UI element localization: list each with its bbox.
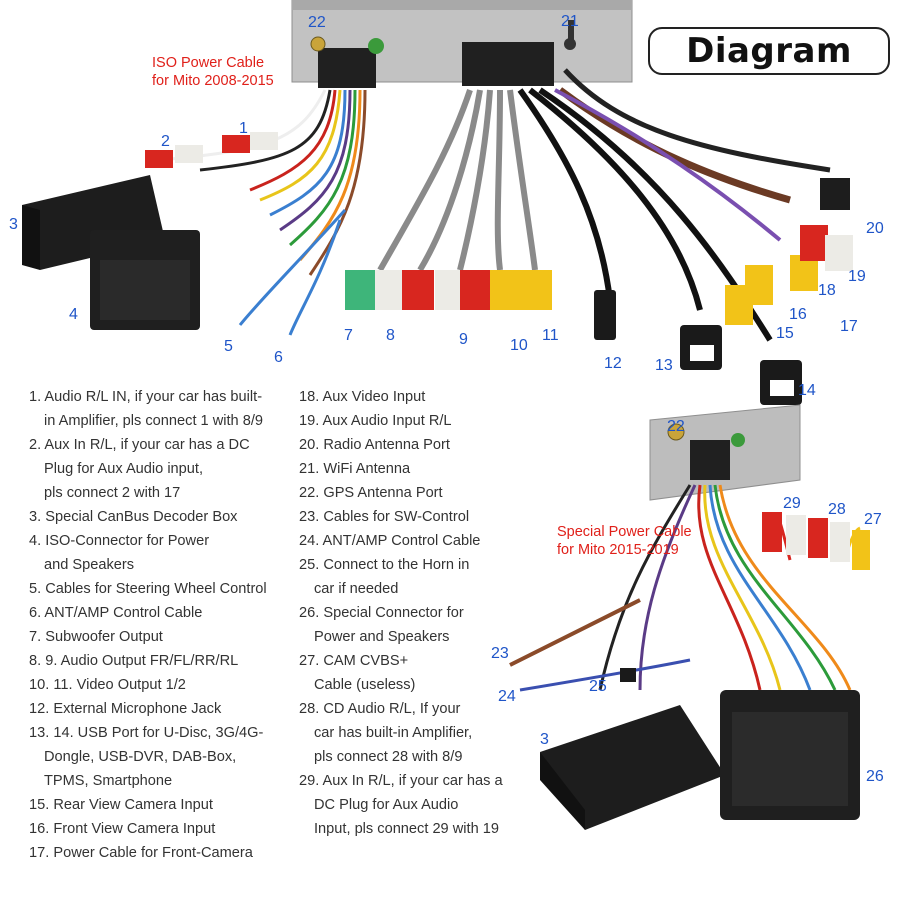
callout-2: 2 — [161, 133, 170, 150]
legend-item: 29. Aux In R/L, if your car has a — [299, 773, 503, 789]
legend-item: car has built-in Amplifier, — [314, 725, 473, 741]
legend-item: 10. 11. Video Output 1/2 — [29, 677, 186, 693]
callout-18: 18 — [818, 282, 836, 299]
legend-item: pls connect 28 with 8/9 — [314, 749, 463, 765]
legend-item: 3. Special CanBus Decoder Box — [29, 509, 238, 525]
legend-right: 18. Aux Video Input 19. Aux Audio Input … — [299, 385, 503, 841]
callout-8: 8 — [386, 327, 395, 344]
legend-item: 5. Cables for Steering Wheel Control — [29, 581, 267, 597]
legend-item: Cable (useless) — [314, 677, 416, 693]
head-unit-top — [291, 0, 633, 88]
callout-7: 7 — [344, 327, 353, 344]
callout-9: 9 — [459, 331, 468, 348]
legend-item: 1. Audio R/L IN, if your car has built- — [29, 389, 263, 405]
canbus-box-bottom — [540, 705, 725, 830]
legend-item: car if needed — [314, 581, 399, 597]
callout-6: 6 — [274, 349, 283, 366]
title-text: Diagram — [686, 31, 852, 71]
special-connector-bottom — [720, 690, 860, 820]
legend-left: 1. Audio R/L IN, if your car has built- … — [29, 385, 267, 865]
iso-cable-caption-line1: ISO Power Cable — [152, 55, 265, 71]
legend-item: and Speakers — [44, 557, 135, 573]
callout-3-bottom: 3 — [540, 731, 549, 748]
special-cable-caption-line1: Special Power Cable — [557, 524, 692, 540]
legend-item: Plug for Aux Audio input, — [44, 461, 204, 477]
legend-item: 27. CAM CVBS+ — [299, 653, 409, 669]
legend-item: Input, pls connect 29 with 19 — [314, 821, 499, 837]
legend-item: 2. Aux In R/L, if your car has a DC — [29, 437, 250, 453]
callout-1: 1 — [239, 120, 248, 137]
callout-28: 28 — [828, 501, 846, 518]
callout-25: 25 — [589, 678, 607, 695]
legend-item: 26. Special Connector for — [299, 605, 464, 621]
iso-connector-top — [90, 230, 200, 330]
special-cable-caption: Special Power Cable for Mito 2015-2019 — [557, 523, 692, 559]
callout-22: 22 — [308, 14, 326, 31]
callout-12: 12 — [604, 355, 622, 372]
callout-11: 11 — [542, 327, 559, 344]
iso-wire-bundle — [159, 89, 367, 336]
legend-item: 22. GPS Antenna Port — [299, 485, 443, 501]
callout-15: 15 — [776, 325, 794, 342]
legend-item: DC Plug for Aux Audio — [314, 797, 459, 813]
callout-26: 26 — [866, 768, 884, 785]
title-badge: Diagram — [648, 27, 890, 75]
legend-item: 13. 14. USB Port for U-Disc, 3G/4G- — [29, 725, 264, 741]
legend-item: 24. ANT/AMP Control Cable — [299, 533, 481, 549]
callout-13: 13 — [655, 357, 673, 374]
callout-10: 10 — [510, 337, 528, 354]
legend-item: 21. WiFi Antenna — [299, 461, 411, 477]
special-cable-caption-line2: for Mito 2015-2019 — [557, 542, 679, 558]
callout-16: 16 — [789, 306, 807, 323]
callout-21: 21 — [561, 13, 579, 30]
legend-item: TPMS, Smartphone — [44, 773, 173, 789]
legend-item: 12. External Microphone Jack — [29, 701, 222, 717]
callout-24: 24 — [498, 688, 516, 705]
callout-29: 29 — [783, 495, 801, 512]
legend-item: 16. Front View Camera Input — [29, 821, 216, 837]
callout-4: 4 — [69, 306, 78, 323]
legend-item: 28. CD Audio R/L, If your — [299, 701, 461, 717]
iso-cable-caption-line2: for Mito 2008-2015 — [152, 73, 274, 89]
legend-item: 25. Connect to the Horn in — [299, 557, 470, 573]
legend-item: 6. ANT/AMP Control Cable — [29, 605, 203, 621]
bottom-wire-bundle — [509, 484, 861, 692]
callout-19: 19 — [848, 268, 866, 285]
rca-plugs-bottom — [762, 512, 870, 570]
legend-item: in Amplifier, pls connect 1 with 8/9 — [44, 413, 264, 429]
legend-item: 19. Aux Audio Input R/L — [299, 413, 452, 429]
iso-cable-caption: ISO Power Cable for Mito 2008-2015 — [152, 54, 274, 90]
legend-item: 8. 9. Audio Output FR/FL/RR/RL — [29, 653, 239, 669]
legend-item: 15. Rear View Camera Input — [29, 797, 213, 813]
legend-item: 20. Radio Antenna Port — [299, 437, 450, 453]
horn-connector — [620, 668, 636, 682]
legend-item: 18. Aux Video Input — [299, 389, 426, 405]
head-unit-bottom — [649, 404, 801, 501]
callout-5: 5 — [224, 338, 233, 355]
center-cable-bundle — [377, 68, 831, 342]
legend-item: 7. Subwoofer Output — [29, 629, 163, 645]
legend-item: pls connect 2 with 17 — [44, 485, 181, 501]
legend-item: Power and Speakers — [314, 629, 450, 645]
callout-22-bottom: 22 — [667, 418, 685, 435]
rca-plugs-top — [145, 132, 853, 405]
callout-17: 17 — [840, 318, 858, 335]
callout-20: 20 — [866, 220, 884, 237]
legend-item: 17. Power Cable for Front-Camera — [29, 845, 253, 861]
callout-3: 3 — [9, 216, 18, 233]
legend-item: 23. Cables for SW-Control — [299, 509, 470, 525]
callout-23: 23 — [491, 645, 509, 662]
legend-item: 4. ISO-Connector for Power — [29, 533, 210, 549]
callout-14: 14 — [798, 382, 816, 399]
callout-27: 27 — [864, 511, 882, 528]
legend-item: Dongle, USB-DVR, DAB-Box, — [44, 749, 237, 765]
